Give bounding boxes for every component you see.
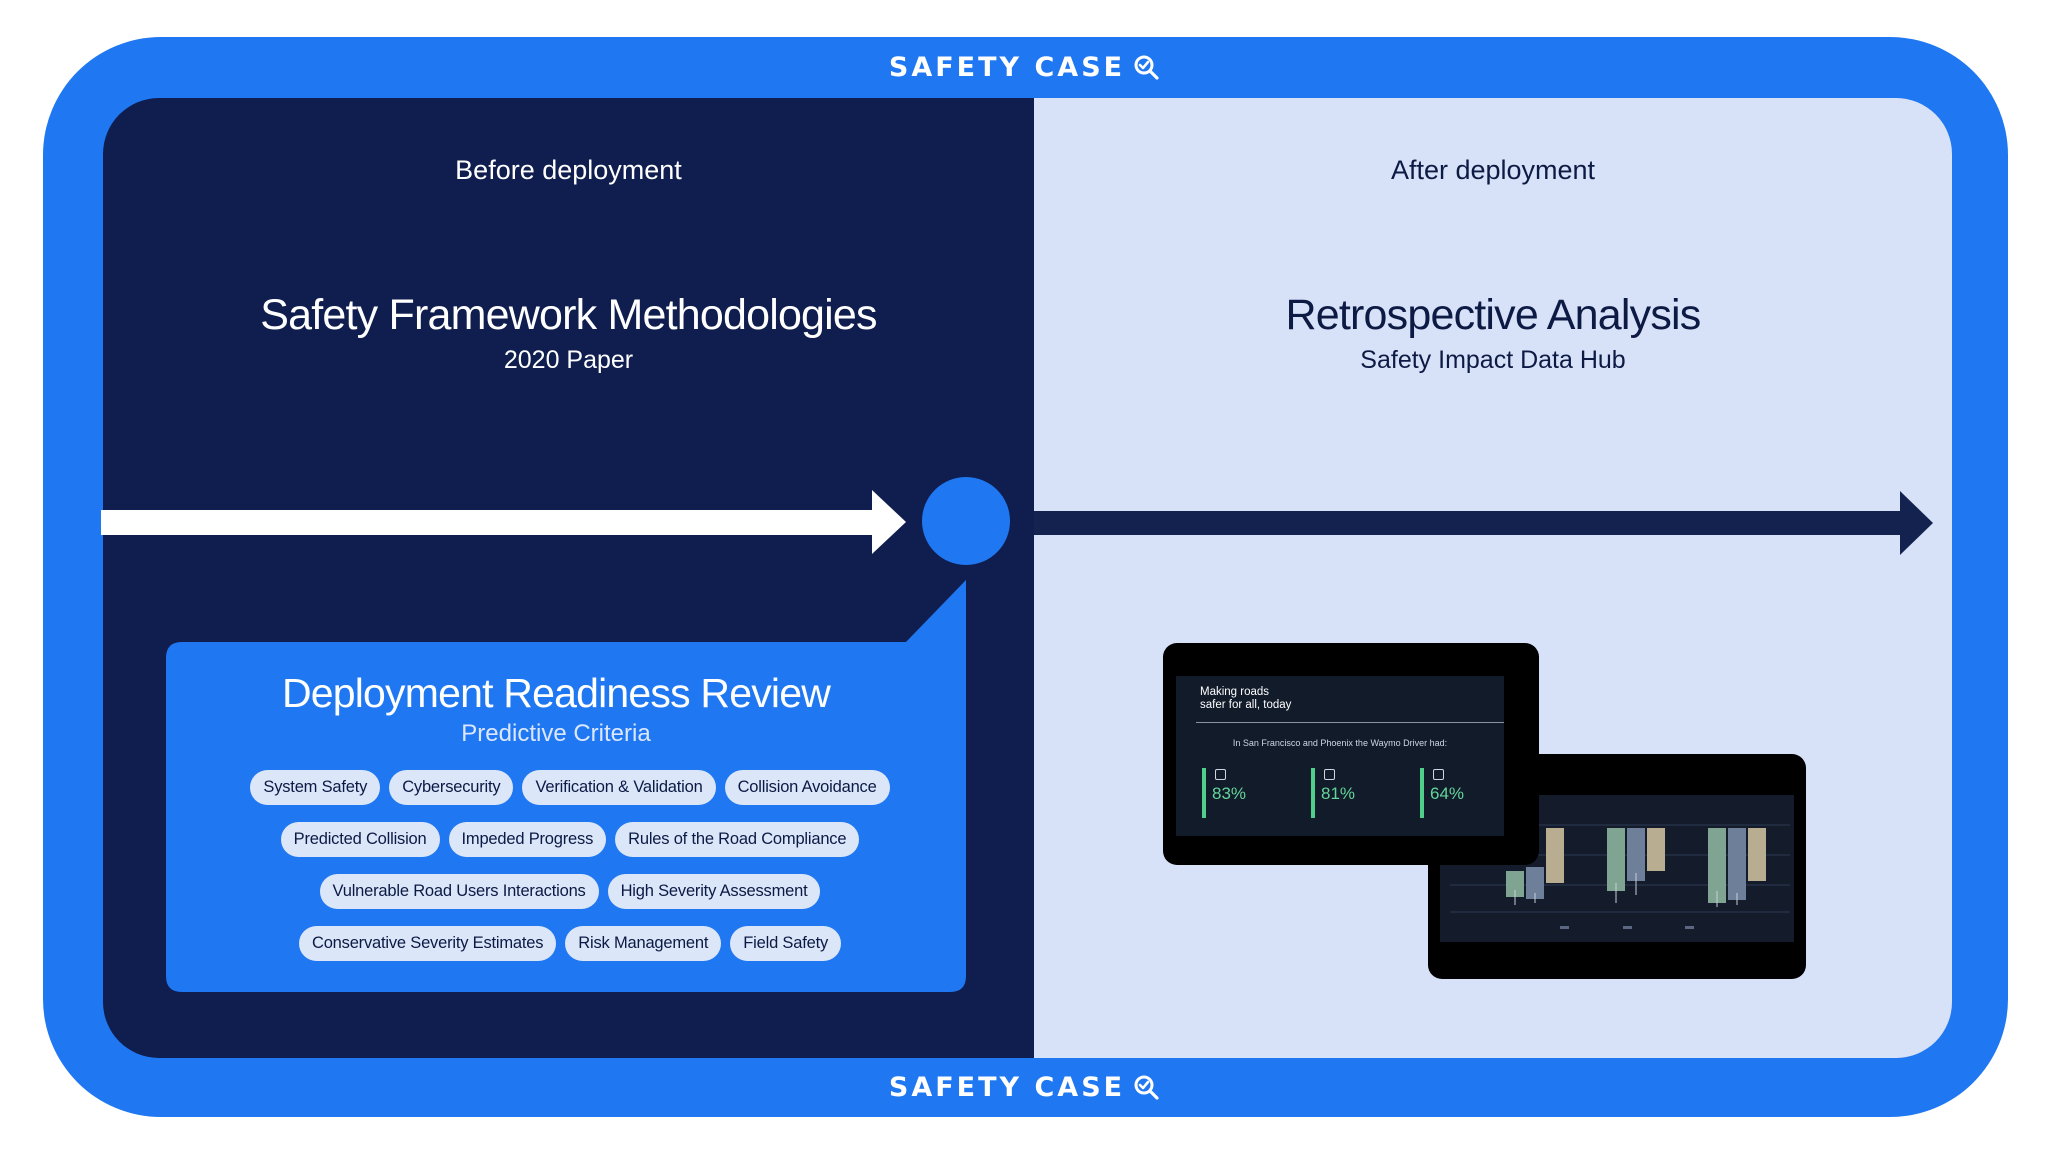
criteria-chip: High Severity Assessment xyxy=(607,874,821,909)
before-phase-label: Before deployment xyxy=(455,155,682,185)
brand-header: SAFETY CASE xyxy=(0,48,2048,88)
criteria-chip: Rules of the Road Compliance xyxy=(615,822,860,857)
magnifier-check-icon xyxy=(1134,55,1159,80)
criteria-chip: Verification & Validation xyxy=(522,770,716,805)
before-arrow xyxy=(101,490,906,554)
criteria-chip: Vulnerable Road Users Interactions xyxy=(319,874,599,909)
criteria-chip: System Safety xyxy=(250,770,381,805)
stat-value: 81% xyxy=(1321,784,1356,803)
criteria-chip: Impeded Progress xyxy=(448,822,607,857)
bar-chart-graphic xyxy=(1450,824,1790,929)
review-subtitle: Predictive Criteria xyxy=(461,720,651,747)
brand-label: SAFETY CASE xyxy=(888,52,1126,83)
stat-value: 83% xyxy=(1212,784,1247,803)
bar-group-1 xyxy=(1506,828,1564,899)
stat-bar xyxy=(1202,768,1206,818)
criteria-chip: Field Safety xyxy=(730,926,842,961)
stats-subheading: In San Francisco and Phoenix the Waymo D… xyxy=(1232,738,1448,748)
bar-group-2 xyxy=(1607,828,1665,891)
brand-footer: SAFETY CASE xyxy=(0,1068,2048,1108)
review-title: Deployment Readiness Review xyxy=(281,670,831,716)
criteria-chip: Predicted Collision xyxy=(280,822,440,857)
stat-bar xyxy=(1311,768,1315,818)
deployment-node xyxy=(922,477,1010,565)
brand-label: SAFETY CASE xyxy=(888,1072,1126,1103)
criteria-chip: Risk Management xyxy=(565,926,722,961)
stat-value: 64% xyxy=(1430,784,1465,803)
injury-icon xyxy=(1324,769,1335,780)
stats-heading: Making roads safer for all, today xyxy=(1200,686,1292,711)
magnifier-check-icon xyxy=(1134,1075,1159,1100)
bar-group-3 xyxy=(1708,828,1766,903)
before-title: Safety Framework Methodologies xyxy=(260,291,877,339)
stats-screen xyxy=(1176,676,1504,836)
after-arrow xyxy=(1034,491,1933,555)
after-title: Retrospective Analysis xyxy=(1285,291,1702,339)
stats-divider xyxy=(1196,722,1504,723)
airbag-icon xyxy=(1215,769,1226,780)
after-subtitle: Safety Impact Data Hub xyxy=(1360,346,1626,374)
criteria-chip: Conservative Severity Estimates xyxy=(298,926,557,961)
before-subtitle: 2020 Paper xyxy=(503,346,634,374)
criteria-chip: Collision Avoidance xyxy=(724,770,890,805)
stat-bar xyxy=(1420,768,1424,818)
police-icon xyxy=(1433,769,1444,780)
after-phase-label: After deployment xyxy=(1390,155,1596,185)
criteria-chip: Cybersecurity xyxy=(389,770,514,805)
